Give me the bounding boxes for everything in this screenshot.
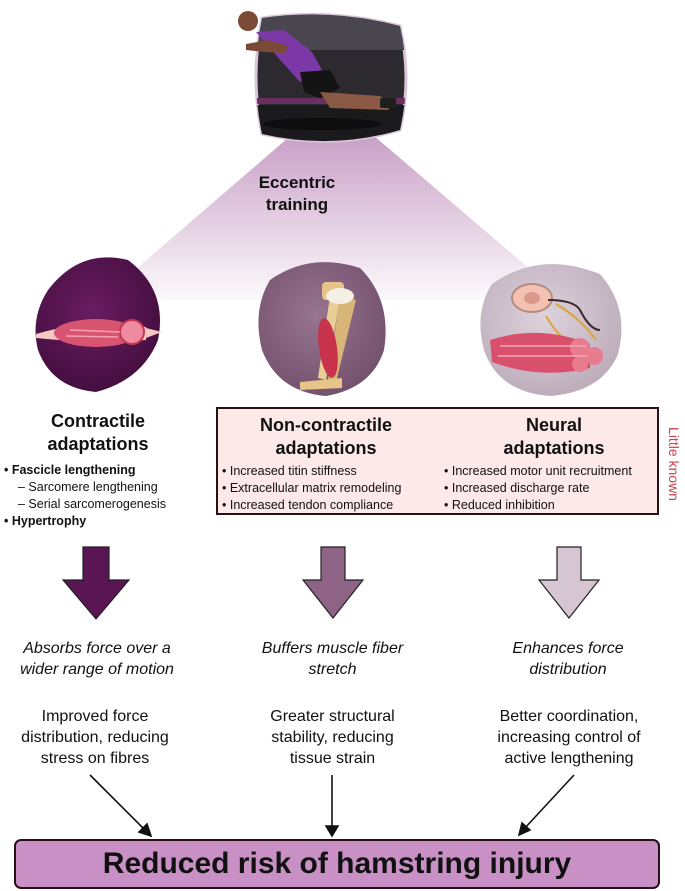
leg-bones-muscle-icon xyxy=(258,262,386,396)
neuron-muscle-icon xyxy=(480,264,622,396)
list-item: • Hypertrophy xyxy=(4,514,87,528)
result-box: Reduced risk of hamstring injury xyxy=(14,839,660,889)
neural-title: Neural adaptations xyxy=(503,415,605,458)
list-item: • Increased motor unit recruitment xyxy=(444,464,632,478)
contractile-outcome: Improved force distribution, reducing st… xyxy=(21,708,169,767)
arrow-non-contractile xyxy=(301,546,365,619)
converging-arrows xyxy=(89,774,575,838)
arrow-contractile xyxy=(61,546,131,620)
training-triangle xyxy=(100,100,566,300)
list-item: • Reduced inhibition xyxy=(444,498,555,512)
little-known-panel xyxy=(216,407,659,515)
athlete-photo xyxy=(238,11,408,143)
little-known-note: Little known xyxy=(666,427,682,501)
eccentric-training-label: Eccentric training xyxy=(258,173,336,214)
list-item: – Serial sarcomerogenesis xyxy=(18,497,166,511)
list-item: – Sarcomere lengthening xyxy=(18,480,158,494)
contractile-title: Contractile adaptations xyxy=(47,411,149,454)
non-contractile-outcome: Greater structural stability, reducing t… xyxy=(270,708,395,767)
list-item: • Increased titin stiffness xyxy=(222,464,357,478)
non-contractile-effect: Buffers muscle fiber stretch xyxy=(261,640,404,678)
arrow-neural xyxy=(537,546,601,619)
neural-effect: Enhances force distribution xyxy=(512,640,624,678)
contractile-bullets: • Fascicle lengthening – Sarcomere lengt… xyxy=(4,462,166,530)
non-contractile-title: Non-contractile adaptations xyxy=(259,415,392,458)
list-item: • Extracellular matrix remodeling xyxy=(222,481,402,495)
neural-bullets: • Increased motor unit recruitment • Inc… xyxy=(444,463,632,514)
list-item: • Increased tendon compliance xyxy=(222,498,394,512)
muscle-fascicle-icon xyxy=(35,257,162,392)
non-contractile-bullets: • Increased titin stiffness • Extracellu… xyxy=(222,463,401,514)
neural-outcome: Better coordination, increasing control … xyxy=(497,708,641,767)
contractile-effect: Absorbs force over a wider range of moti… xyxy=(20,640,174,678)
list-item: • Increased discharge rate xyxy=(444,481,590,495)
list-item: • Fascicle lengthening xyxy=(4,463,136,477)
